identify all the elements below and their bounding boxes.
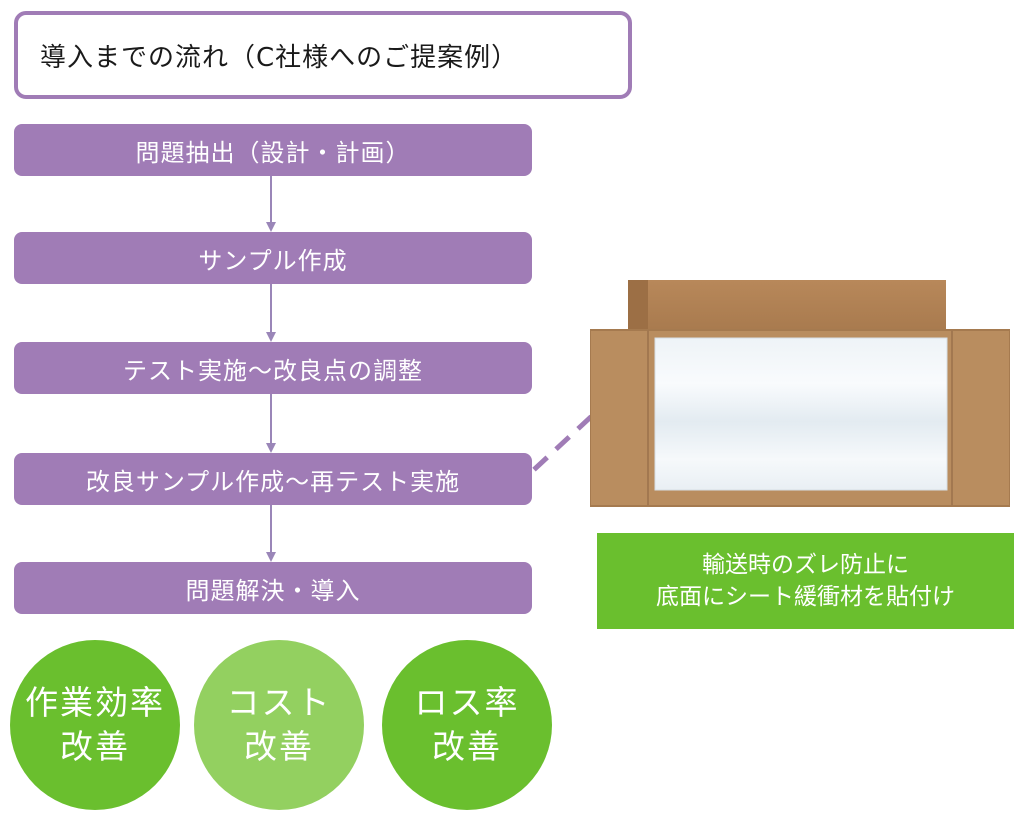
result-line-2: 改善 [60, 727, 130, 766]
flow-step-label: 改良サンプル作成～再テスト実施 [85, 467, 461, 496]
flow-step-label: 問題解決・導入 [185, 576, 361, 605]
flow-step-1: 問題抽出（設計・計画） [14, 124, 532, 176]
cardboard-box-image [590, 280, 1010, 507]
caption-line-1: 輸送時のズレ防止に [702, 552, 909, 578]
result-line-1: コスト [226, 683, 332, 722]
flow-step-4: 改良サンプル作成～再テスト実施 [14, 453, 532, 505]
page-title: 導入までの流れ（C社様へのご提案例） [14, 11, 632, 99]
flow-step-3: テスト実施～改良点の調整 [14, 342, 532, 394]
result-line-1: ロス率 [414, 683, 520, 722]
flow-step-label: テスト実施～改良点の調整 [123, 356, 423, 385]
caption-line-2: 底面にシート緩衝材を貼付け [656, 584, 955, 610]
result-circle-cost: コスト 改善 [194, 640, 364, 810]
flow-step-label: 問題抽出（設計・計画） [135, 138, 411, 167]
result-circle-work-efficiency: 作業効率 改善 [10, 640, 180, 810]
page-title-text: 導入までの流れ（C社様へのご提案例） [40, 42, 519, 73]
flow-step-5: 問題解決・導入 [14, 562, 532, 614]
result-line-2: 改善 [432, 727, 502, 766]
result-line-2: 改善 [244, 727, 314, 766]
result-circle-loss-rate: ロス率 改善 [382, 640, 552, 810]
flow-step-label: サンプル作成 [198, 246, 348, 275]
flow-step-2: サンプル作成 [14, 232, 532, 284]
photo-caption: 輸送時のズレ防止に 底面にシート緩衝材を貼付け [597, 533, 1014, 629]
result-line-1: 作業効率 [25, 683, 165, 722]
